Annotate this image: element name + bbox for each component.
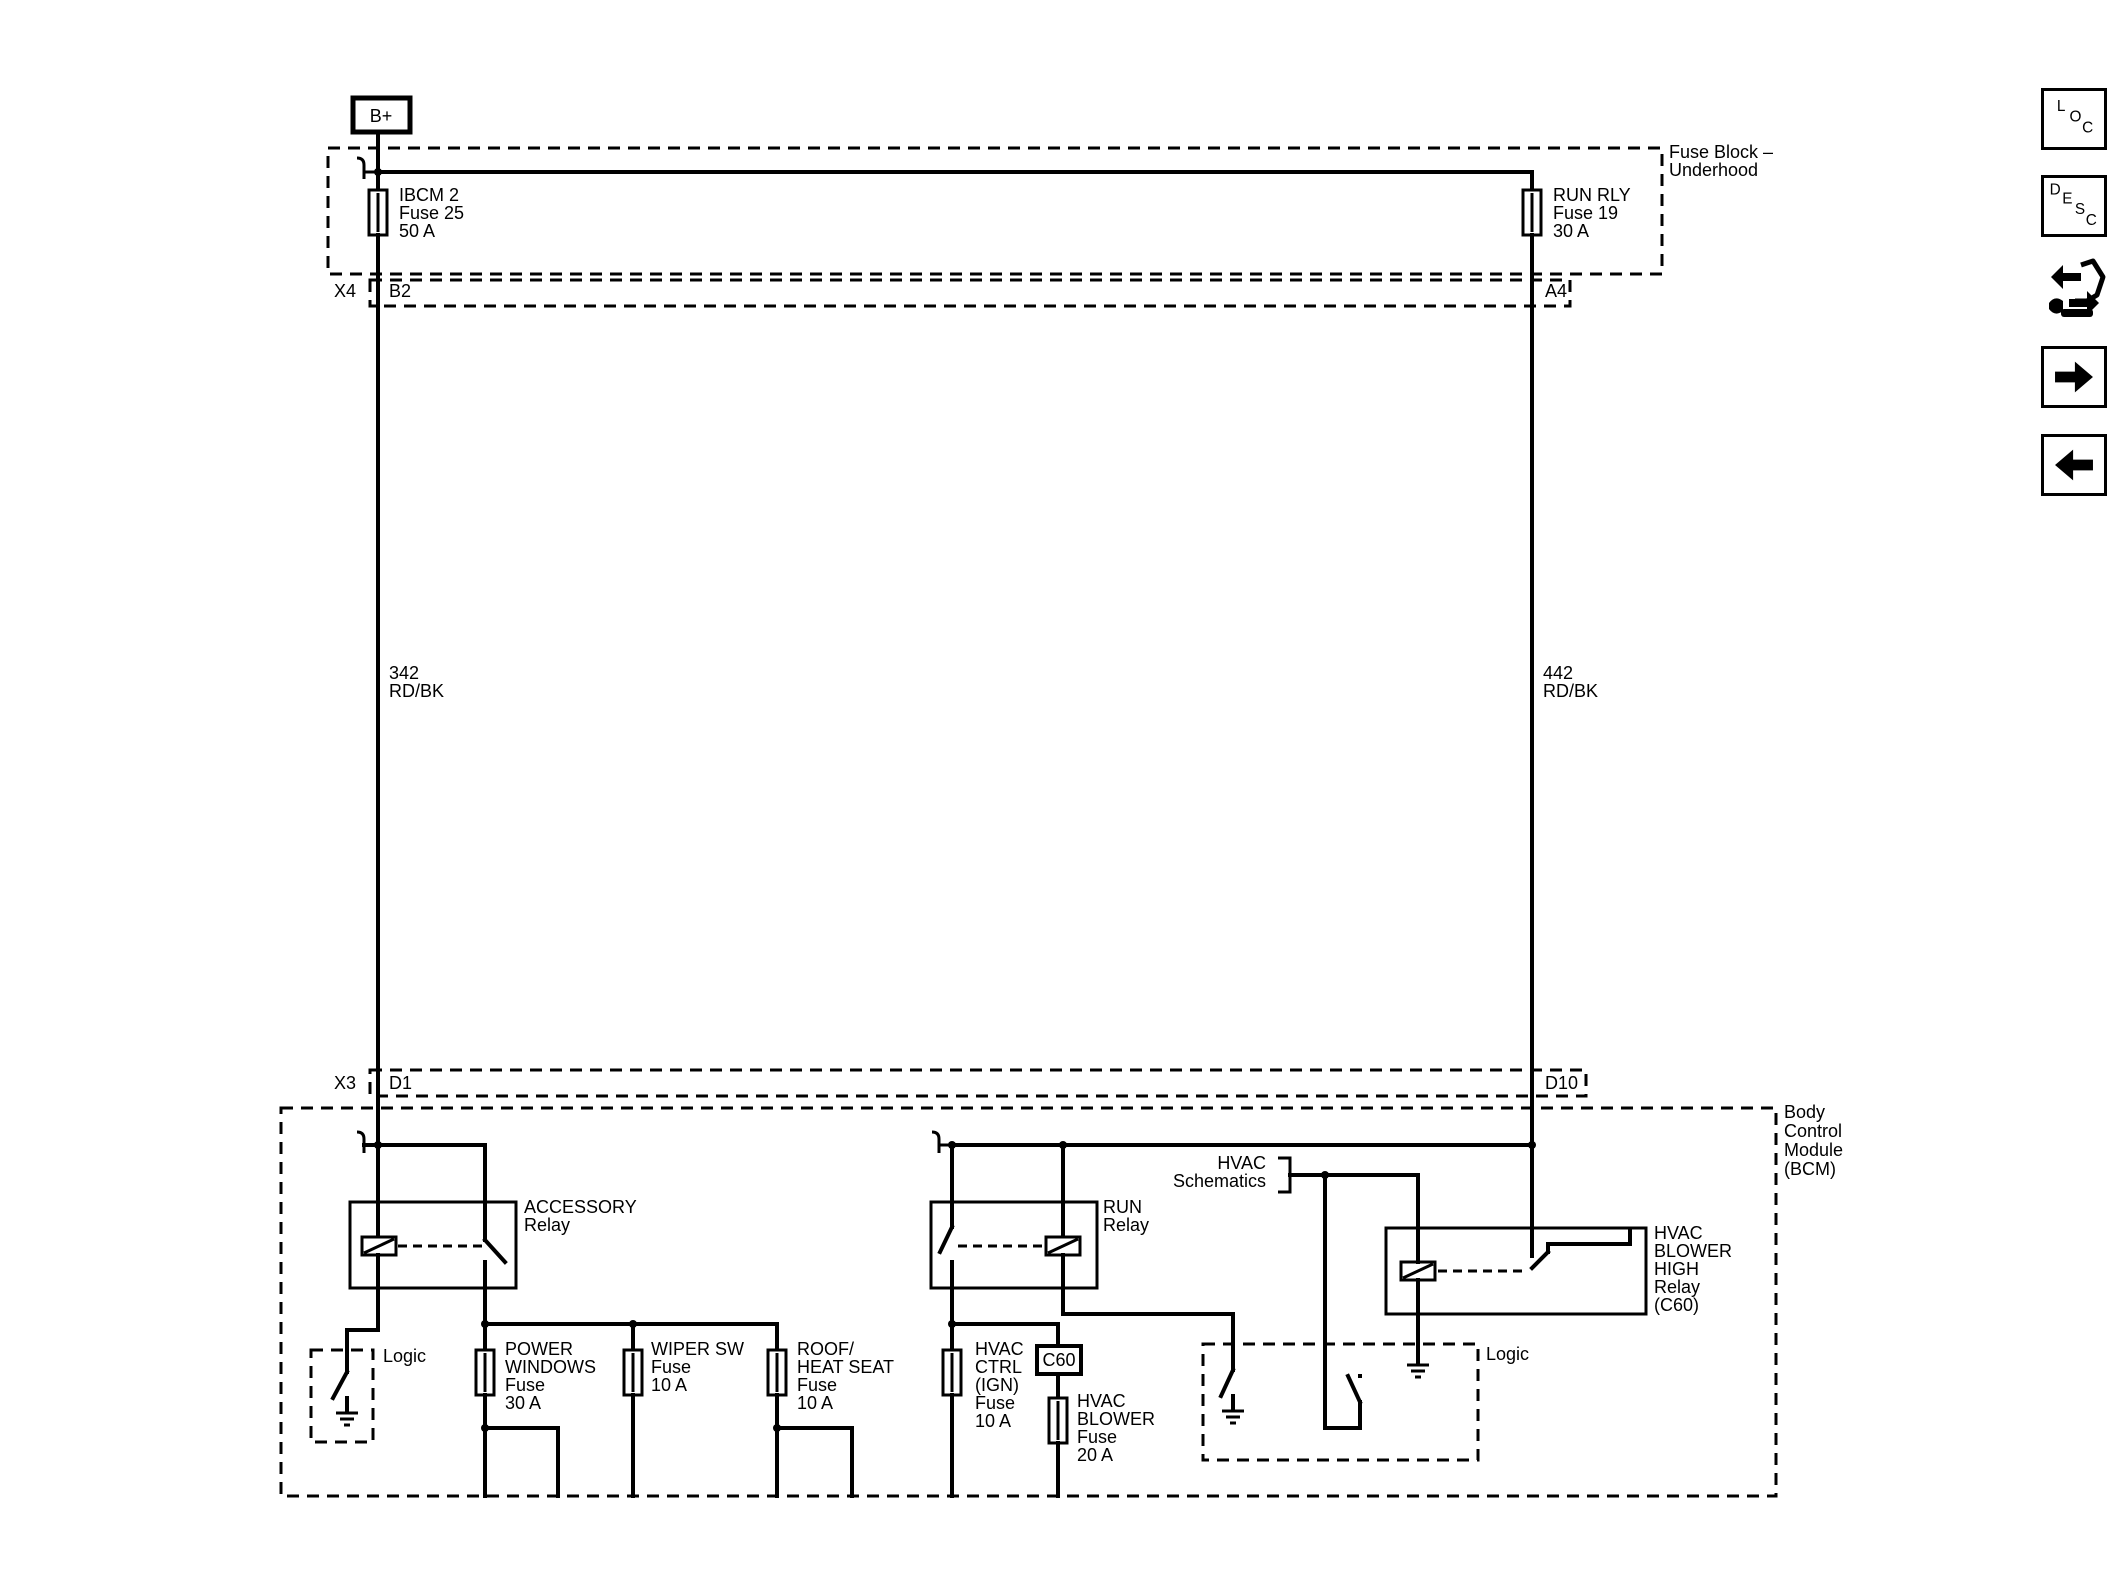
fuse-run-rly-number: Fuse 19	[1553, 203, 1618, 223]
bplus-label: B+	[370, 106, 393, 126]
loc-letter-o: O	[2069, 109, 2081, 126]
hvac-blower-high-relay	[1384, 1226, 1648, 1357]
connector-x3-label: X3	[334, 1073, 356, 1093]
logic-right-block	[1201, 1342, 1480, 1462]
hvac-blower-high-relay-label-2: BLOWER	[1654, 1241, 1732, 1261]
accessory-relay-switch	[482, 1237, 508, 1265]
fuse-hvac-blower-1: HVAC	[1077, 1391, 1126, 1411]
fuse-run-rly-name: RUN RLY	[1553, 185, 1631, 205]
fuse-roof-heat-seat-4: 10 A	[797, 1393, 833, 1413]
bcm-label-3: Module	[1784, 1140, 1843, 1160]
desc-letter-e: E	[2062, 190, 2072, 207]
hvac-blower-high-relay-label-4: Relay	[1654, 1277, 1700, 1297]
fuse-ibcm2-rating: 50 A	[399, 221, 435, 241]
fuse-hvac-ctrl-5: 10 A	[975, 1411, 1011, 1431]
wire-342-color: RD/BK	[389, 681, 444, 701]
fuse-roof-heat-seat-2: HEAT SEAT	[797, 1357, 894, 1377]
fuse-hvac-ctrl-3: (IGN)	[975, 1375, 1019, 1395]
fuse-run-rly-rating: 30 A	[1553, 221, 1589, 241]
hvac-blower-high-relay-switch	[1529, 1249, 1551, 1271]
fuse-block-underhood-outline	[326, 146, 1664, 276]
fuse-power-windows-4: 30 A	[505, 1393, 541, 1413]
pin-a4-label: A4	[1545, 281, 1567, 301]
wire-442-circuit: 442	[1543, 663, 1573, 683]
wire-442-color: RD/BK	[1543, 681, 1598, 701]
logic-left-label: Logic	[383, 1346, 426, 1366]
fuse-wiper-sw-3: 10 A	[651, 1375, 687, 1395]
c60-tag-label: C60	[1042, 1350, 1075, 1370]
c60-tag	[1035, 1344, 1083, 1376]
connector-x3	[368, 1068, 1588, 1098]
hvac-blower-high-relay-label-1: HVAC	[1654, 1223, 1703, 1243]
connector-repair-button[interactable]	[2041, 255, 2107, 331]
accessory-relay	[348, 1143, 518, 1332]
hvac-schematics-label-2: Schematics	[1173, 1171, 1266, 1191]
bcm-label-2: Control	[1784, 1121, 1842, 1141]
logic-right-label: Logic	[1486, 1344, 1529, 1364]
run-relay	[929, 1143, 1099, 1322]
desc-letter-s: S	[2075, 201, 2085, 218]
fuse-hvac-blower-3: Fuse	[1077, 1427, 1117, 1447]
location-button[interactable]: L O C	[2041, 88, 2107, 150]
hvac-blower-high-relay-label-5: (C60)	[1654, 1295, 1699, 1315]
loc-letter-c: C	[2082, 120, 2093, 137]
fuse-hvac-ctrl-2: CTRL	[975, 1357, 1022, 1377]
connector-x4	[368, 278, 1572, 308]
bus-branch-symbol	[356, 156, 366, 179]
fuse-power-windows-3: Fuse	[505, 1375, 545, 1395]
fuse-ibcm2-number: Fuse 25	[399, 203, 464, 223]
pin-d10-label: D10	[1545, 1073, 1578, 1093]
desc-letter-c: C	[2086, 212, 2097, 229]
next-page-button[interactable]	[2041, 346, 2107, 408]
bcm-label-4: (BCM)	[1784, 1159, 1836, 1179]
accessory-relay-label-2: Relay	[524, 1215, 570, 1235]
run-relay-switch	[937, 1224, 955, 1255]
fuse-power-windows-2: WINDOWS	[505, 1357, 596, 1377]
fuse-hvac-blower-4: 20 A	[1077, 1445, 1113, 1465]
arrow-right-icon	[2055, 361, 2093, 393]
logic-left-block	[309, 1348, 375, 1444]
run-relay-label-1: RUN	[1103, 1197, 1142, 1217]
loc-letter-l: L	[2057, 98, 2066, 115]
run-relay-label-2: Relay	[1103, 1215, 1149, 1235]
wire-342-circuit: 342	[389, 663, 419, 683]
fuse-roof-heat-seat-1: ROOF/	[797, 1339, 854, 1359]
connector-repair-icon	[2049, 258, 2106, 317]
fuse-block-name-2: Underhood	[1669, 160, 1758, 180]
description-icon: D E S C	[2050, 181, 2097, 229]
fuse-ibcm2-name: IBCM 2	[399, 185, 459, 205]
bcm-outline	[279, 1106, 1778, 1498]
desc-letter-d: D	[2050, 181, 2061, 198]
hvac-blower-high-relay-label-3: HIGH	[1654, 1259, 1699, 1279]
fuse-hvac-blower-2: BLOWER	[1077, 1409, 1155, 1429]
hvac-schematics-label-1: HVAC	[1217, 1153, 1266, 1173]
battery-positive-source: B+	[350, 95, 413, 135]
fuse-wiper-sw-2: Fuse	[651, 1357, 691, 1377]
fuse-block-name-1: Fuse Block –	[1669, 142, 1773, 162]
arrow-left-icon	[2055, 449, 2093, 481]
accessory-relay-label-1: ACCESSORY	[524, 1197, 637, 1217]
bcm-label-1: Body	[1784, 1102, 1825, 1122]
logic-left-switch	[330, 1369, 350, 1401]
fuse-power-windows-1: POWER	[505, 1339, 573, 1359]
logic-right-switch-1	[1218, 1367, 1236, 1399]
pin-d1-label: D1	[389, 1073, 412, 1093]
logic-right-switch-2	[1345, 1373, 1363, 1405]
fuse-wiper-sw-1: WIPER SW	[651, 1339, 744, 1359]
connector-x4-label: X4	[334, 281, 356, 301]
previous-page-button[interactable]	[2041, 434, 2107, 496]
location-icon: L O C	[2057, 98, 2093, 137]
fuse-roof-heat-seat-3: Fuse	[797, 1375, 837, 1395]
fuse-hvac-ctrl-4: Fuse	[975, 1393, 1015, 1413]
pin-b2-label: B2	[389, 281, 411, 301]
fuse-hvac-ctrl-1: HVAC	[975, 1339, 1024, 1359]
description-button[interactable]: D E S C	[2041, 175, 2107, 237]
